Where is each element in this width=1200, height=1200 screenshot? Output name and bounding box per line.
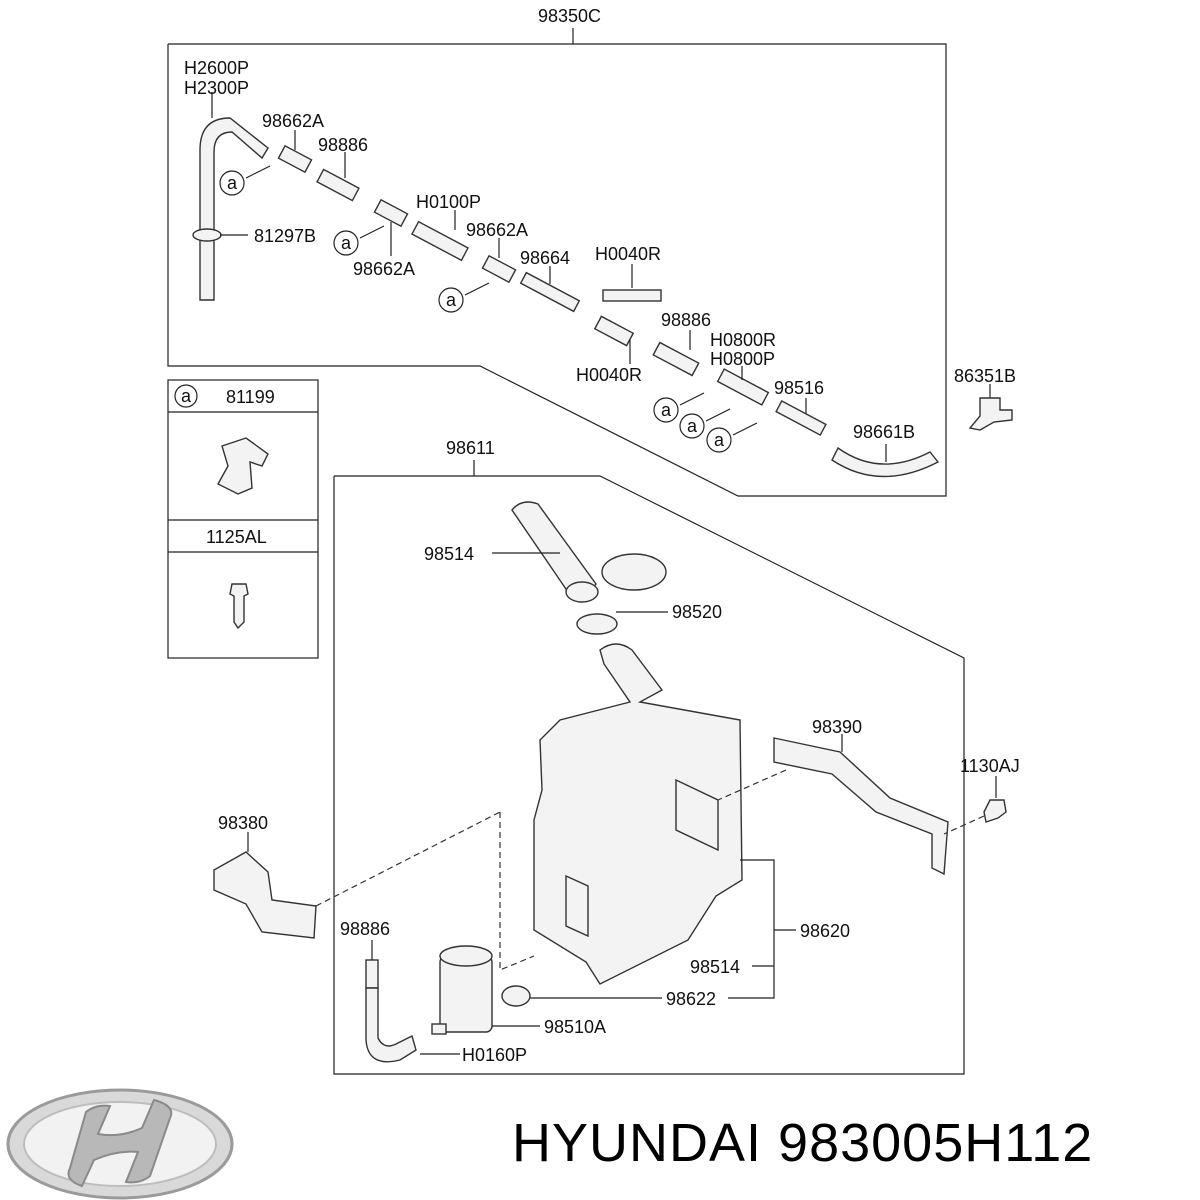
bolt-icon: [229, 583, 249, 630]
label-98886-2: 98886: [661, 310, 711, 330]
grommet: [501, 985, 662, 1007]
hose-assembly-frame: [167, 28, 947, 497]
label-H0800R: H0800R: [710, 330, 776, 350]
label-H2300P: H2300P: [184, 78, 249, 98]
upper-connectors: [277, 130, 940, 478]
legend-code-81199: 81199: [226, 387, 275, 407]
label-H0040R-1: H0040R: [595, 244, 661, 264]
label-98516: 98516: [774, 378, 824, 398]
callout-letter-5: a: [687, 416, 698, 436]
callout-a-markers: [219, 165, 758, 453]
clip-icon: [217, 437, 269, 495]
pump-guide-line: [499, 812, 535, 971]
reservoir-assembly-frame: [333, 460, 965, 1075]
label-98661B: 98661B: [853, 422, 915, 442]
main-hose: [192, 92, 269, 301]
bracket-98380: [213, 811, 501, 939]
label-86351B: 86351B: [954, 366, 1016, 386]
part-number: 983005H112: [778, 1113, 1094, 1173]
label-98662A-2: 98662A: [466, 220, 528, 240]
reservoir-group-bracket: [728, 859, 796, 999]
legend-callout-letter: a: [181, 386, 192, 406]
brand-part-caption: HYUNDAI 983005H112: [512, 1112, 1093, 1174]
callout-letter-1: a: [227, 173, 238, 193]
legend-code-1125AL: 1125AL: [206, 527, 267, 547]
label-98662A-1: 98662A: [262, 111, 324, 131]
washer-reservoir: [533, 643, 743, 985]
label-98510A: 98510A: [544, 1017, 606, 1037]
label-98350C: 98350C: [538, 6, 601, 26]
pump-hose: [365, 940, 460, 1063]
label-98886-3: 98886: [340, 919, 390, 939]
label-H0040R-2: H0040R: [576, 365, 642, 385]
label-98380: 98380: [218, 813, 268, 833]
nozzle-86351B: [968, 384, 1013, 431]
label-98390: 98390: [812, 717, 862, 737]
bracket-98390: [717, 734, 949, 876]
label-98514-top: 98514: [424, 544, 474, 564]
label-H2600P: H2600P: [184, 58, 249, 78]
cap-and-seal: [576, 553, 668, 635]
label-98620: 98620: [800, 921, 850, 941]
label-98611: 98611: [446, 438, 495, 458]
label-98514-bottom: 98514: [690, 957, 740, 977]
label-98664: 98664: [520, 248, 570, 268]
label-H0160P: H0160P: [462, 1045, 527, 1065]
bolt-1130AJ: [943, 776, 1007, 835]
filler-neck: [492, 501, 599, 603]
label-98662A-3: 98662A: [353, 259, 415, 279]
callout-letter-2: a: [341, 233, 352, 253]
callout-letter-3: a: [446, 290, 457, 310]
label-98520: 98520: [672, 602, 722, 622]
callout-letter-6: a: [714, 430, 725, 450]
label-1130AJ: 1130AJ: [960, 756, 1020, 776]
brand-name: HYUNDAI: [512, 1113, 763, 1173]
label-81297B: 81297B: [254, 226, 316, 246]
callout-letter-4: a: [661, 400, 672, 420]
label-98622: 98622: [666, 989, 716, 1009]
washer-pump: [431, 945, 540, 1035]
legend-panel: [167, 379, 319, 659]
label-H0800P: H0800P: [710, 349, 775, 369]
label-98886-1: 98886: [318, 135, 368, 155]
hyundai-logo: [6, 1088, 234, 1200]
label-H0100P: H0100P: [416, 192, 481, 212]
